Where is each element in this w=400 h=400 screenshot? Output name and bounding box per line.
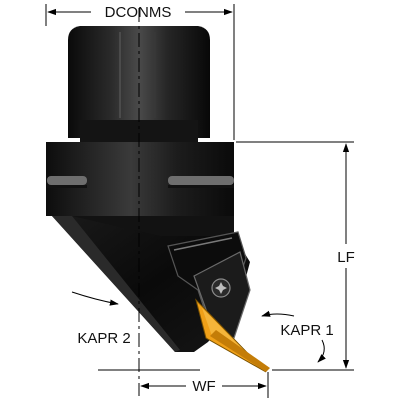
flange-slot-shadow-right: [168, 185, 234, 188]
insert-top-face: [202, 308, 256, 362]
shank-neck: [80, 120, 198, 142]
head-bevel-face: [52, 216, 180, 352]
shank: [68, 26, 210, 142]
flange: [46, 142, 234, 216]
kapr2-label: KAPR 2: [77, 330, 130, 347]
dim-wf: WF: [98, 369, 269, 398]
dim-lf: LF: [236, 141, 355, 371]
clamp-highlight: [173, 237, 233, 251]
dim-kapr1: KAPR 1: [261, 310, 334, 363]
flange-slot-shadow-left: [47, 185, 87, 188]
kapr2-arc: [71, 291, 119, 306]
flange-slot-left: [47, 176, 87, 185]
wf-label: WF: [192, 378, 215, 395]
dim-dconms: DCONMS: [45, 4, 235, 140]
head-front-face: [72, 216, 234, 236]
kapr1-label: KAPR 1: [280, 322, 333, 339]
insert-edge: [210, 330, 270, 372]
kapr1-arc: [261, 310, 295, 317]
flange-slot-right: [168, 176, 234, 185]
torx-socket-icon: [215, 282, 227, 294]
insert-assembly: [167, 231, 270, 373]
shank-body: [68, 26, 210, 138]
dim-kapr2: KAPR 2: [71, 291, 131, 347]
dconms-label: DCONMS: [105, 4, 172, 21]
kapr1-leader: [317, 339, 326, 363]
lf-label: LF: [337, 249, 355, 266]
